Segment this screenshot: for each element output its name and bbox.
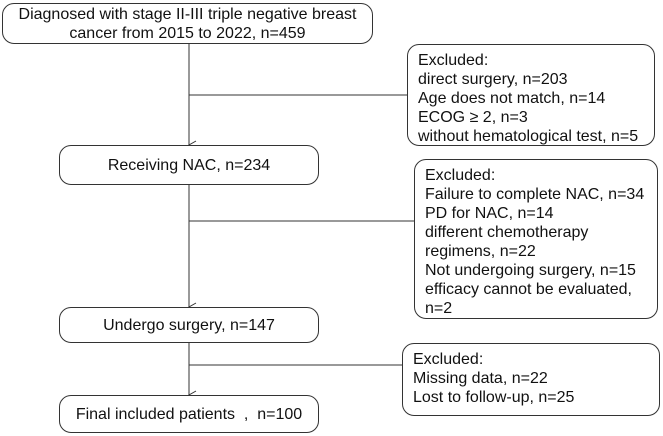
exclusion-2-item: regimens, n=22 xyxy=(425,243,536,260)
step-diagnosed-box: Diagnosed with stage II-III triple negat… xyxy=(2,3,373,44)
exclusion-1-item: direct surgery, n=203 xyxy=(418,71,568,88)
step-final-included-box: Final included patients , n=100 xyxy=(59,395,319,433)
exclusion-1-item: Age does not match, n=14 xyxy=(418,90,606,107)
exclusion-box-3: Excluded: Missing data, n=22 Lost to fol… xyxy=(402,343,660,416)
exclusion-2-item: efficacy cannot be evaluated, xyxy=(425,281,632,298)
exclusion-2-item: Failure to complete NAC, n=34 xyxy=(425,186,645,203)
step-undergo-surgery-text: Undergo surgery, n=147 xyxy=(103,316,275,334)
exclusion-2-item: different chemotherapy xyxy=(425,224,589,241)
exclusion-1-item: ECOG ≥ 2, n=3 xyxy=(418,109,528,126)
exclusion-3-item: Lost to follow-up, n=25 xyxy=(413,389,575,406)
step-final-included-text: Final included patients , n=100 xyxy=(75,405,303,423)
exclusion-1-title: Excluded: xyxy=(418,52,489,69)
step-diagnosed-line-2: cancer from 2015 to 2022, n=459 xyxy=(69,24,306,42)
step-receiving-nac-box: Receiving NAC, n=234 xyxy=(59,145,319,185)
step-undergo-surgery-box: Undergo surgery, n=147 xyxy=(59,307,319,343)
exclusion-box-2: Excluded: Failure to complete NAC, n=34 … xyxy=(414,159,658,319)
step-diagnosed-line-1: Diagnosed with stage II-III triple negat… xyxy=(18,5,357,23)
exclusion-2-item: PD for NAC, n=14 xyxy=(425,205,554,222)
step-receiving-nac-text: Receiving NAC, n=234 xyxy=(107,156,271,174)
exclusion-2-title: Excluded: xyxy=(425,167,496,184)
exclusion-2-item: n=2 xyxy=(425,300,453,317)
exclusion-box-1: Excluded: direct surgery, n=203 Age does… xyxy=(407,44,655,146)
exclusion-2-item: Not undergoing surgery, n=15 xyxy=(425,262,636,279)
exclusion-3-item: Missing data, n=22 xyxy=(413,370,548,387)
exclusion-3-title: Excluded: xyxy=(413,351,484,368)
exclusion-1-item: without hematological test, n=5 xyxy=(418,128,639,145)
